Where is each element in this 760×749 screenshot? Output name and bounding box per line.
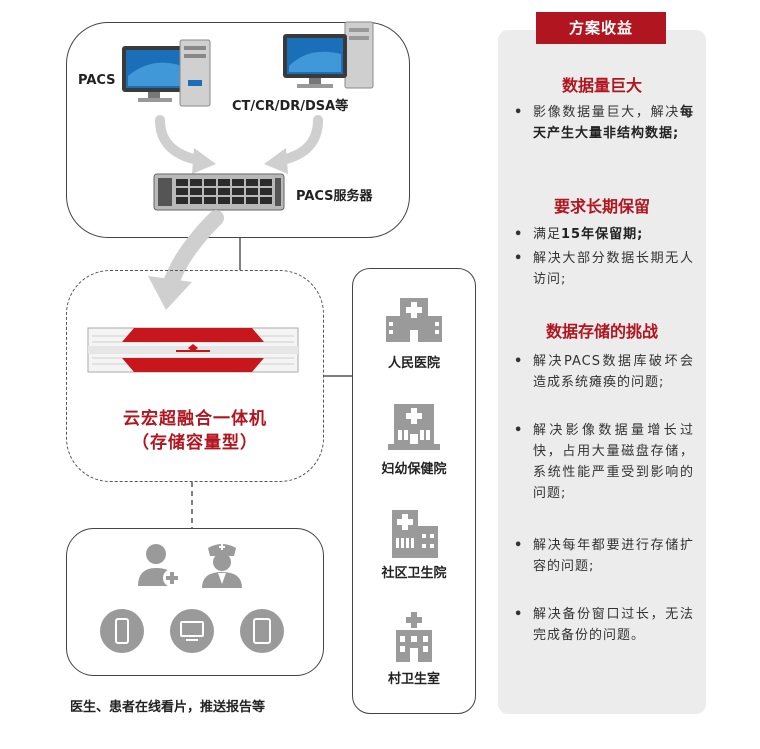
appliance-title: 云宏超融合一体机: [123, 409, 267, 429]
hospital-building-icon: [392, 510, 438, 558]
monitor-icon: [170, 609, 214, 653]
appliance-subtitle: （存储容量型）: [132, 433, 258, 453]
workstation-icon: [283, 21, 374, 89]
section-title: 数据量巨大: [561, 76, 642, 95]
hospital-label: 妇幼保健院: [381, 462, 447, 477]
patient-icon: [138, 544, 181, 587]
client-caption: 医生、患者在线看片，推送报告等: [70, 700, 266, 715]
hospital-building-icon: [388, 404, 440, 450]
list-item: • 满足15年保留期;: [514, 227, 644, 242]
hospital-label: 人民医院: [387, 356, 440, 371]
rack-server-icon: [153, 173, 285, 211]
arrow-icon: [148, 210, 224, 310]
hospital-building-icon: [386, 298, 442, 342]
pacs-source-box: [66, 22, 410, 238]
list-item: • 解决PACS数据库破坏会造成系统瘫痪的问题;: [514, 354, 694, 390]
section-title: 要求长期保留: [553, 197, 650, 216]
benefits-panel: [498, 30, 706, 714]
hospital-label: 村卫生室: [387, 672, 440, 687]
appliance-box: [66, 270, 324, 482]
arrow-icon: [155, 115, 216, 174]
hospital-list-box: [352, 268, 476, 714]
pacs-label: PACS: [78, 73, 116, 88]
list-item: • 解决每年都要进行存储扩容的问题;: [514, 538, 694, 574]
doctor-icon: [202, 544, 242, 588]
hospital-building-icon: [396, 612, 432, 662]
desktop-computer-icon: [122, 39, 211, 107]
modality-label: CT/CR/DR/DSA等: [232, 99, 349, 114]
arrow-icon: [264, 115, 323, 174]
panel-heading: 方案收益: [536, 12, 666, 44]
list-item: • 影像数据量巨大，解决每天产生大量非结构数据;: [514, 105, 694, 141]
list-item: • 解决影像数据量增长过快，占用大量磁盘存储，系统性能严重受到影响的问题;: [514, 423, 694, 501]
section-title: 数据存储的挑战: [545, 322, 658, 341]
list-item: • 解决大部分数据长期无人访问;: [514, 251, 694, 287]
server-label: PACS服务器: [296, 189, 373, 204]
hospital-label: 社区卫生院: [381, 566, 447, 581]
phone-icon: [100, 609, 144, 653]
tablet-icon: [240, 609, 284, 653]
list-item: • 解决备份窗口过长，无法完成备份的问题。: [514, 607, 694, 643]
client-access-box: [66, 528, 324, 676]
appliance-icon: [87, 327, 299, 373]
